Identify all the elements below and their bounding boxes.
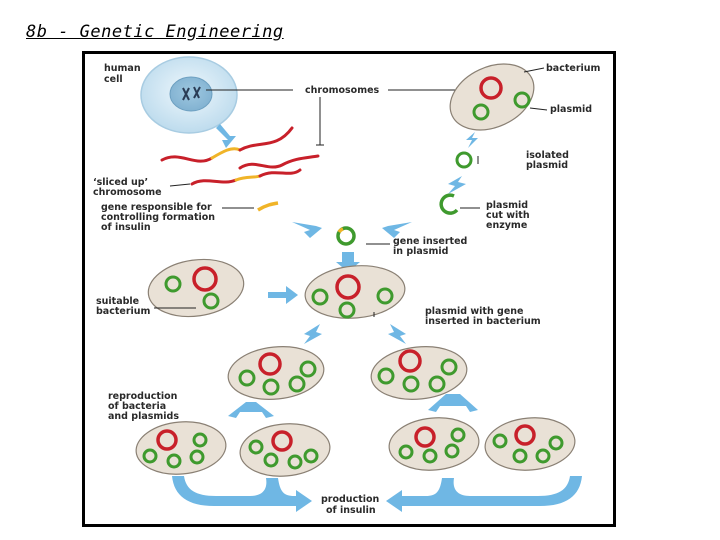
recombinant-plasmid bbox=[336, 226, 356, 246]
bacterium-gen3-4 bbox=[484, 417, 576, 471]
production-arrows bbox=[172, 476, 582, 512]
arrow-icon bbox=[292, 222, 322, 238]
bacterium-gen2-right bbox=[370, 346, 468, 400]
insulin-gene bbox=[257, 201, 279, 212]
label-chromosomes: chromosomes bbox=[305, 85, 380, 96]
modified-bacterium bbox=[304, 265, 406, 319]
nucleus bbox=[169, 76, 213, 112]
suitable-bacterium bbox=[147, 258, 245, 318]
label-bacterium: bacterium bbox=[546, 63, 601, 74]
chromosome-icon bbox=[182, 86, 201, 101]
pointer-line bbox=[523, 67, 545, 73]
arrow-icon bbox=[304, 324, 322, 344]
pointer-line bbox=[316, 97, 324, 146]
arrow-icon bbox=[382, 222, 412, 238]
pointer-line bbox=[529, 107, 548, 111]
pointer-line bbox=[169, 183, 191, 187]
plasmid-ring bbox=[513, 91, 531, 109]
label-sliced-chromosome: ‘sliced up’chromosome bbox=[93, 177, 162, 198]
bacterium-top bbox=[449, 63, 535, 131]
arrow-icon bbox=[268, 286, 298, 304]
label-plasmid: plasmid bbox=[550, 104, 592, 115]
chromosome-ring bbox=[479, 76, 503, 100]
arrow-icon bbox=[216, 124, 236, 148]
slide-title: 8b - Genetic Engineering bbox=[26, 22, 284, 42]
plasmid-ring bbox=[472, 103, 490, 121]
arrow-icon bbox=[448, 176, 466, 194]
arrow-icon bbox=[466, 132, 478, 148]
bacterium-gen3-2 bbox=[239, 423, 331, 477]
chromosome-strands bbox=[160, 126, 320, 186]
bacterium-gen3-1 bbox=[135, 421, 227, 475]
arrow-icon bbox=[228, 402, 274, 418]
cut-plasmid bbox=[439, 193, 459, 215]
arrow-icon bbox=[428, 394, 478, 412]
bacterium-gen2-left bbox=[227, 346, 325, 400]
arrow-icon bbox=[388, 324, 406, 344]
human-cell bbox=[140, 56, 238, 134]
bacterium-gen3-3 bbox=[388, 417, 480, 471]
isolated-plasmid bbox=[455, 151, 473, 169]
